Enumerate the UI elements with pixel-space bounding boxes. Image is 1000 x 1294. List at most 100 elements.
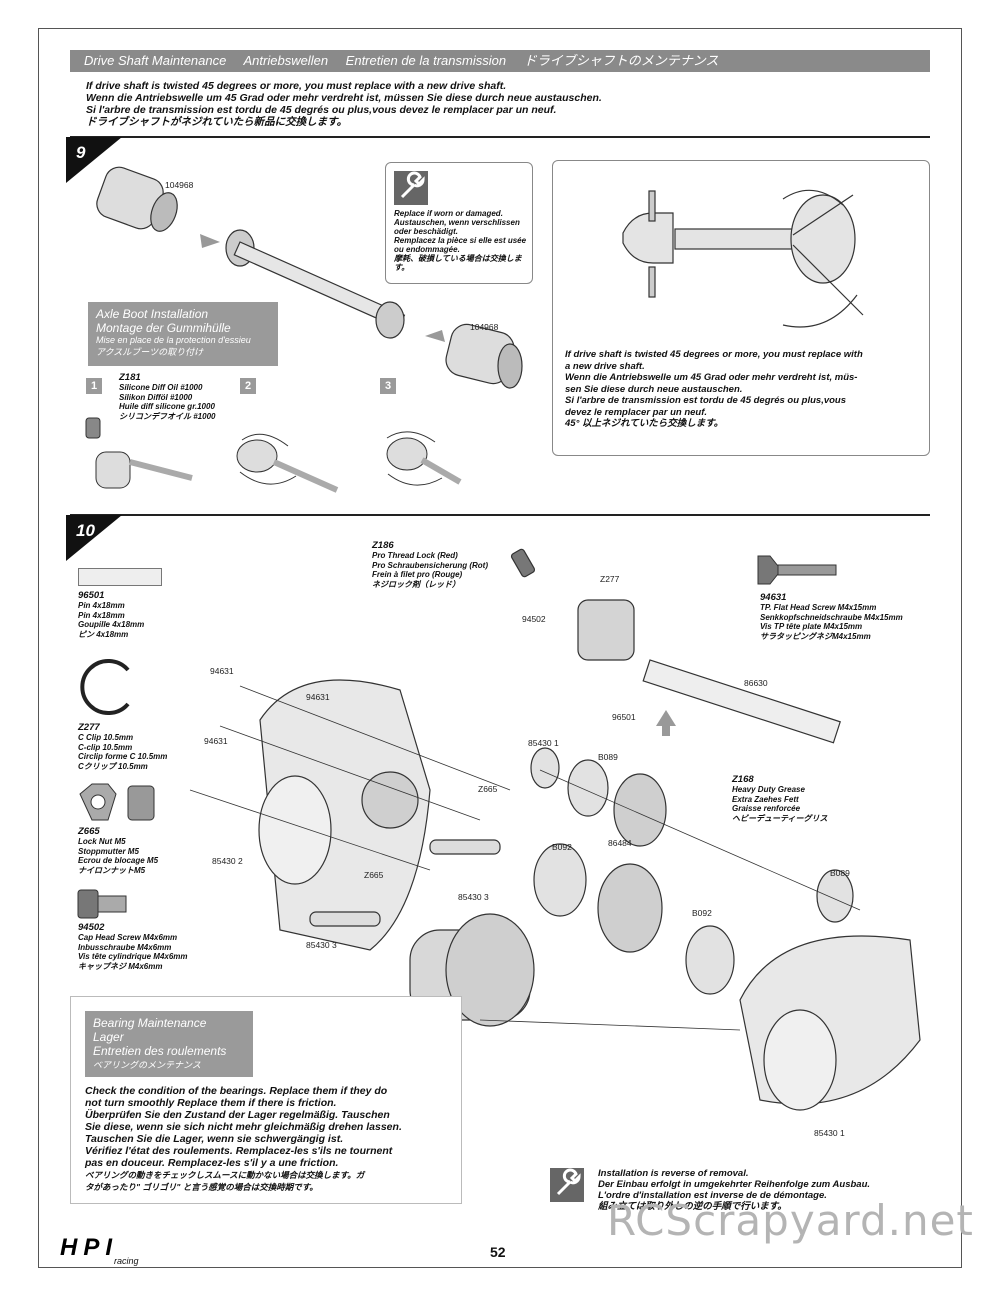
label-94631-b: 94631 — [306, 692, 330, 702]
part-96501-desc: Pin 4x18mm Pin 4x18mm Goupille 4x18mm ピン… — [78, 601, 144, 639]
substep-2: 2 — [240, 378, 256, 394]
label-85430-1-text: 85430 — [528, 738, 552, 748]
part-z277-de: C-clip 10.5mm — [78, 742, 133, 752]
twist-note-line-1: If drive shaft is twisted 45 degrees or … — [565, 349, 863, 360]
screw-94631-jp: サラタッピングネジM4x15mm — [760, 631, 871, 641]
part-96501-de: Pin 4x18mm — [78, 610, 125, 620]
label-86630: 86630 — [744, 678, 768, 688]
bearing-title-fr: Entretien des roulements — [93, 1044, 227, 1058]
grease-jp: ヘビーデューティーグリス — [732, 813, 828, 823]
page-number: 52 — [490, 1244, 506, 1260]
threadlock-fr: Frein à filet pro (Rouge) — [372, 570, 463, 579]
oil-desc-en: Silicone Diff Oil #1000 — [119, 383, 203, 392]
label-96501: 96501 — [612, 712, 636, 722]
part-z665-en: Lock Nut M5 — [78, 837, 126, 846]
label-86484: 86484 — [608, 838, 632, 848]
screw-94631-de: Senkkopfschneidschraube M4x15mm — [760, 612, 903, 622]
step9-rule — [70, 136, 930, 138]
cap-screw-icon — [77, 889, 127, 919]
axle-boot-en: Axle Boot Installation — [96, 307, 209, 321]
part-z665-jp: ナイロンナットM5 — [78, 865, 146, 875]
gearbox-exploded-diagram — [189, 548, 921, 1111]
axle-boot-de: Montage der Gummihülle — [96, 321, 231, 335]
part-96501-en: Pin 4x18mm — [78, 601, 125, 610]
bearing-text-4: Sie diese, wenn sie sich nicht mehr glei… — [85, 1121, 402, 1133]
bearing-title-jp: ベアリングのメンテナンス — [93, 1060, 201, 1070]
warning-jp: ドライブシャフトがネジれていたら新品に交換します。 — [86, 116, 348, 128]
wrench-icon — [394, 171, 428, 205]
screw-94631-code: 94631 — [760, 592, 787, 603]
bearing-text: Check the condition of the bearings. Rep… — [85, 1085, 402, 1193]
replace-note-jp: 摩耗、破損している場合は交換します。 — [394, 254, 522, 272]
callout-3b: 3 — [332, 940, 337, 950]
oil-code: Z181 — [119, 372, 141, 383]
bearing-text-5: Tauschen Sie die Lager, wenn sie schwerg… — [85, 1133, 344, 1145]
label-85430-5: 85430 1 — [814, 1128, 845, 1138]
step9-number: 9 — [76, 143, 86, 162]
part-94502-jp: キャップネジ M4x6mm — [78, 961, 163, 971]
screw-94631-en: TP. Flat Head Screw M4x15mm — [760, 603, 877, 612]
step10-badge: 10 — [66, 515, 122, 561]
section-header: Drive Shaft Maintenance Antriebswellen E… — [70, 50, 930, 72]
header-jp: ドライブシャフトのメンテナンス — [523, 53, 719, 68]
part-96501-code: 96501 — [78, 590, 105, 601]
step10-number: 10 — [76, 521, 95, 540]
c-clip-icon — [80, 659, 130, 715]
part-96501-jp: ピン 4x18mm — [78, 629, 129, 639]
part-94502-fr: Vis tête cylindrique M4x6mm — [78, 952, 188, 961]
replace-note-box: Replace if worn or damaged. Austauschen,… — [385, 162, 533, 284]
label-85430-4-text: 85430 — [306, 940, 330, 950]
part-z665-fr: Ecrou de blocage M5 — [78, 856, 159, 865]
twist-diagram-box: If drive shaft is twisted 45 degrees or … — [552, 160, 930, 456]
grease-de: Extra Zaehes Fett — [732, 794, 799, 804]
label-94502: 94502 — [522, 614, 546, 624]
install-de: Der Einbau erfolgt in umgekehrter Reihen… — [598, 1179, 871, 1190]
screw-94631-desc: TP. Flat Head Screw M4x15mm Senkkopfschn… — [760, 603, 903, 641]
substep-3: 3 — [380, 378, 396, 394]
warning-en: If drive shaft is twisted 45 degrees or … — [86, 80, 507, 92]
header-de: Antriebswellen — [243, 53, 329, 68]
part-z277-code: Z277 — [78, 722, 100, 733]
step9-badge: 9 — [66, 137, 122, 183]
install-en: Installation is reverse of removal. — [598, 1168, 749, 1179]
part-z277-en: C Clip 10.5mm — [78, 733, 134, 742]
twist-angle-diagram — [622, 189, 864, 328]
pin-icon — [78, 568, 162, 586]
part-94502-desc: Cap Head Screw M4x6mm Inbusschraube M4x6… — [78, 933, 188, 971]
label-z665-b: Z665 — [364, 870, 384, 880]
label-z277: Z277 — [600, 574, 620, 584]
threadlock-code: Z186 — [372, 540, 394, 551]
threadlock-desc: Pro Thread Lock (Red) Pro Schraubensiche… — [372, 551, 488, 589]
label-b092-b: B092 — [692, 908, 712, 918]
label-85430-5-text: 85430 — [814, 1128, 838, 1138]
callout-2: 2 — [238, 856, 243, 866]
part-label-104968-bottom: 104968 — [470, 322, 499, 332]
bearing-text-1: Check the condition of the bearings. Rep… — [85, 1085, 388, 1097]
replace-note-en: Replace if worn or damaged. — [394, 209, 503, 218]
axle-boot-jp: アクスルブーツの取り付け — [96, 347, 204, 357]
label-85430-2-text: 85430 — [212, 856, 236, 866]
install-jp: 組み立ては取り外しの逆の手順で行います。 — [598, 1201, 787, 1212]
header-fr: Entretien de la transmission — [345, 53, 507, 68]
bearing-title-en: Bearing Maintenance — [93, 1016, 207, 1030]
twist-note-line-7: 45° 以上ネジれていたら交換します。 — [565, 418, 724, 429]
page-frame — [38, 28, 962, 1268]
threadlock-de: Pro Schraubensicherung (Rot) — [372, 560, 489, 570]
part-z277-jp: Cクリップ 10.5mm — [78, 761, 148, 771]
flat-head-screw-icon — [757, 555, 837, 585]
install-note: Installation is reverse of removal. Der … — [598, 1168, 870, 1212]
bearing-title: Bearing Maintenance Lager Entretien des … — [85, 1011, 253, 1077]
part-94502-en: Cap Head Screw M4x6mm — [78, 933, 178, 942]
watermark: RCScrapyard.net — [607, 1196, 974, 1245]
wrench-icon-install — [550, 1168, 584, 1202]
twist-note-line-3: Wenn die Antriebswelle um 45 Grad oder m… — [565, 372, 858, 383]
boot-install-steps — [85, 417, 462, 493]
label-b092-a: B092 — [552, 842, 572, 852]
oil-desc-de: Silikon Difföl #1000 — [119, 392, 193, 402]
threadlock-jp: ネジロック剤（レッド） — [372, 579, 460, 589]
bearing-title-de: Lager — [93, 1030, 124, 1044]
part-z277-fr: Circlip forme C 10.5mm — [78, 752, 168, 761]
step9-shaft-diagram — [96, 166, 523, 389]
bearing-text-3: Überprüfen Sie den Zustand der Lager reg… — [85, 1109, 390, 1121]
label-b089-a: B089 — [598, 752, 618, 762]
